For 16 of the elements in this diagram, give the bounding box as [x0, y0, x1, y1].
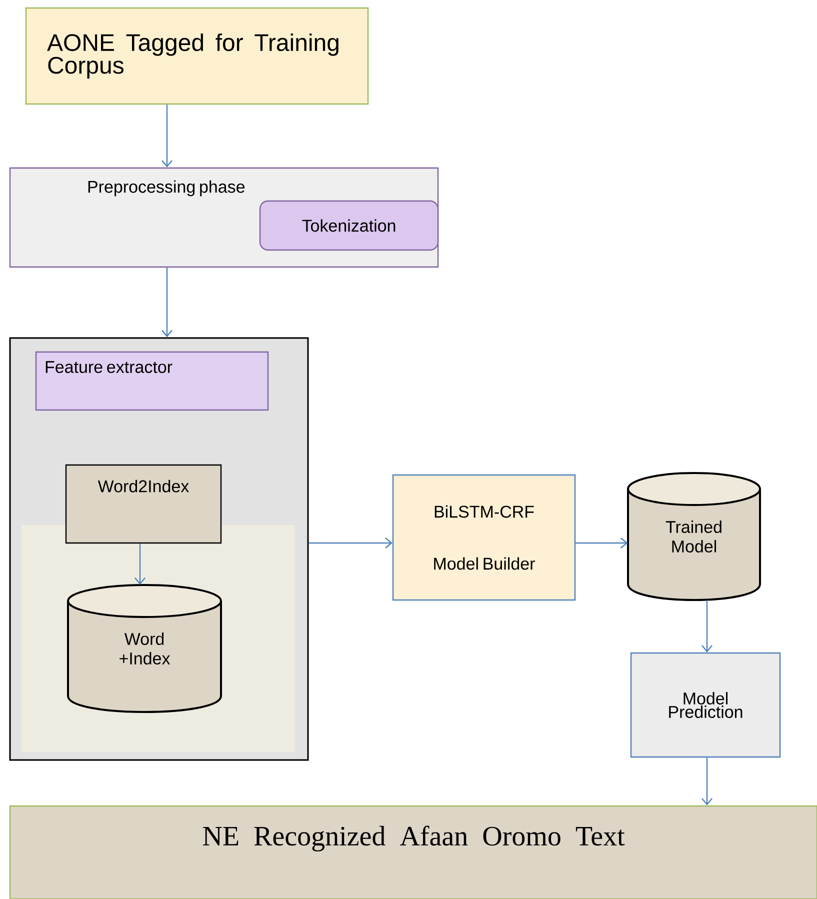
output-box: NE Recognized Afaan Oromo Text	[9, 805, 817, 899]
input-box: AONE Tagged for Training Corpus	[25, 7, 369, 105]
process-box: Model Prediction	[630, 652, 781, 758]
database-cylinder: Word +Index	[67, 584, 222, 713]
arrow	[576, 538, 628, 548]
process-box: Word2Index	[65, 464, 222, 544]
step-box: Tokenization	[259, 200, 439, 251]
arrow	[702, 758, 712, 806]
process-box: BiLSTM-CRF Model Builder	[392, 474, 576, 601]
database-cylinder: Trained Model	[627, 472, 761, 601]
arrow	[134, 544, 146, 585]
arrow	[162, 268, 172, 338]
extractor-box: Feature extractor	[35, 351, 269, 411]
arrow	[308, 538, 392, 548]
arrow	[162, 104, 172, 168]
arrow	[702, 600, 712, 652]
